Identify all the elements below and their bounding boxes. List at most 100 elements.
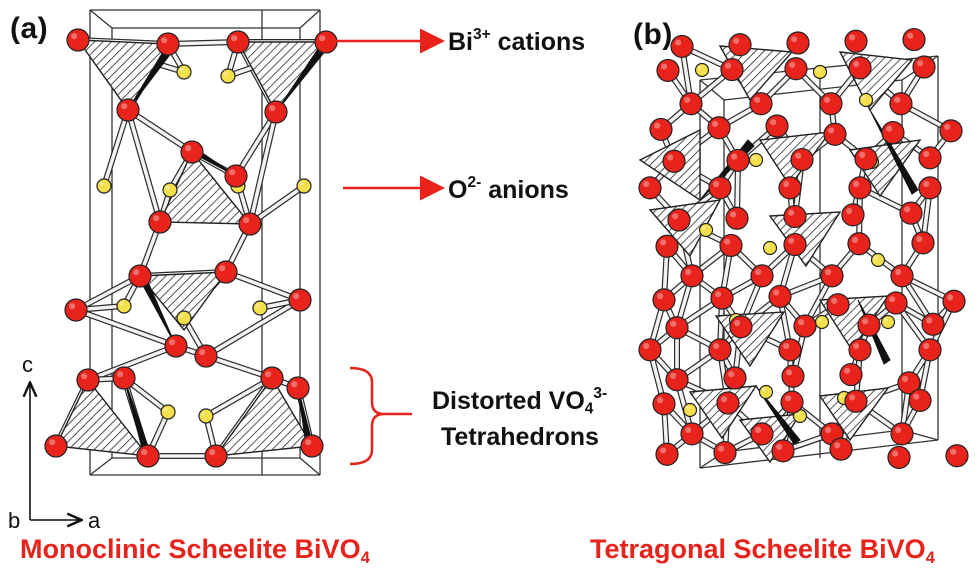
vanadium-atom — [694, 62, 710, 78]
vanadium-atom — [812, 64, 828, 80]
vanadium-atom-shine — [299, 181, 304, 186]
bismuth-atom-shine — [825, 426, 832, 434]
bismuth-atom — [679, 92, 703, 116]
vanadium-atom — [748, 152, 764, 168]
bond-highlight — [126, 108, 162, 224]
bismuth-atom-shine — [685, 426, 692, 434]
bismuth-atom — [848, 176, 872, 200]
bismuth-atom-shine — [849, 394, 856, 401]
tetra-formula: Distorted VO — [432, 387, 585, 415]
bismuth-atom — [116, 98, 140, 122]
bismuth-atom — [665, 368, 689, 392]
bismuth-atom-shine — [660, 447, 667, 454]
bismuth-atom-shine — [788, 209, 795, 216]
bond-highlight — [102, 108, 130, 188]
vanadium-atom — [198, 408, 214, 424]
bismuth-atom-shine — [684, 96, 691, 103]
bismuth-atom — [887, 445, 911, 470]
bismuth-atom — [848, 338, 872, 362]
vanadium-atom — [880, 314, 896, 330]
bismuth-atom — [224, 164, 248, 188]
vanadium-atom-shine — [873, 255, 878, 260]
bismuth-atom-shine — [291, 381, 298, 388]
bismuth-atom — [765, 114, 789, 138]
vanadium-atom-shine — [179, 313, 184, 318]
bismuth-atom — [881, 120, 905, 145]
bismuth-atom-shine — [229, 169, 236, 176]
bismuth-atom-shine — [133, 269, 140, 276]
bond-highlight — [204, 376, 274, 418]
bismuth-atom — [890, 422, 914, 446]
bismuth-atom-shine — [852, 236, 859, 243]
vanadium-atom-shine — [815, 67, 820, 72]
bismuth-atom — [839, 362, 863, 387]
panel-b-label: (b) — [633, 18, 673, 51]
bismuth-atom — [889, 92, 913, 116]
bismuth-atom — [781, 364, 805, 388]
cell-edge — [299, 457, 321, 476]
bismuth-atom — [786, 31, 810, 55]
bismuth-atom — [844, 29, 868, 53]
cell-edge — [89, 9, 113, 29]
bismuth-atom — [164, 334, 188, 358]
bi-charge: 3+ — [473, 26, 491, 44]
bismuth-atom-shine — [169, 339, 176, 346]
bismuth-atom-shine — [917, 60, 924, 67]
bismuth-atom — [780, 390, 804, 414]
bismuth-atom — [778, 176, 802, 200]
bismuth-atom — [662, 149, 686, 173]
bismuth-atom-shine — [675, 39, 682, 46]
vanadium-atom — [296, 178, 312, 194]
bismuth-atom — [918, 176, 942, 200]
vanadium-atom-shine — [179, 67, 184, 72]
bismuth-atom — [655, 234, 679, 258]
bismuth-atom-shine — [916, 235, 923, 243]
axis-b-label: b — [8, 508, 21, 533]
vanadium-atom-shine — [817, 317, 822, 322]
bismuth-atom — [921, 312, 945, 336]
bismuth-atom — [288, 288, 312, 312]
bi-cations-label: Bi3+ cations — [448, 26, 585, 57]
bismuth-atom-shine — [661, 63, 668, 70]
bismuth-atom-shine — [269, 105, 276, 112]
bismuth-atom — [638, 338, 662, 362]
bismuth-atom-shine — [844, 367, 851, 374]
bismuth-atom — [854, 147, 878, 171]
bond-highlight — [126, 108, 194, 154]
bismuth-atom — [652, 288, 676, 312]
bismuth-atom — [713, 440, 737, 465]
bismuth-atom — [64, 298, 88, 322]
bismuth-atom-shine — [853, 342, 860, 350]
bismuth-atom-shine — [209, 449, 216, 456]
bismuth-atom-shine — [886, 125, 893, 132]
vanadium-atom-shine — [839, 393, 844, 398]
bismuth-atom — [655, 442, 679, 466]
bismuth-atom-shine — [834, 442, 841, 449]
bismuth-atom — [128, 264, 152, 288]
tetragonal-structure — [638, 27, 969, 470]
bismuth-atom-shine — [783, 180, 790, 188]
bismuth-atom — [44, 434, 68, 458]
tetrahedron-edge — [755, 385, 801, 445]
bismuth-atom-shine — [672, 213, 679, 220]
bismuth-atom — [726, 148, 750, 173]
bismuth-atom-shine — [798, 319, 805, 326]
bismuth-atom-shine — [643, 342, 650, 350]
bismuth-atom-shine — [944, 123, 951, 131]
bismuth-atom-shine — [824, 96, 831, 103]
caption-tetragonal-subscript: 4 — [925, 548, 935, 568]
axis-c-label: c — [22, 352, 33, 377]
bismuth-atom — [897, 371, 921, 395]
bismuth-atom-shine — [657, 396, 664, 404]
bismuth-atom-shine — [791, 36, 798, 43]
bismuth-atom-shine — [265, 371, 272, 378]
vanadium-atom-shine — [119, 301, 124, 306]
bismuth-atom-shine — [755, 268, 762, 276]
bismuth-atom-shine — [685, 268, 692, 276]
caption-monoclinic-text: Monoclinic Scheelite BiVO — [20, 534, 361, 564]
caption-tetragonal-text: Tetragonal Scheelite BiVO — [590, 534, 926, 564]
bismuth-atom — [708, 338, 732, 362]
bismuth-atom — [749, 92, 773, 116]
